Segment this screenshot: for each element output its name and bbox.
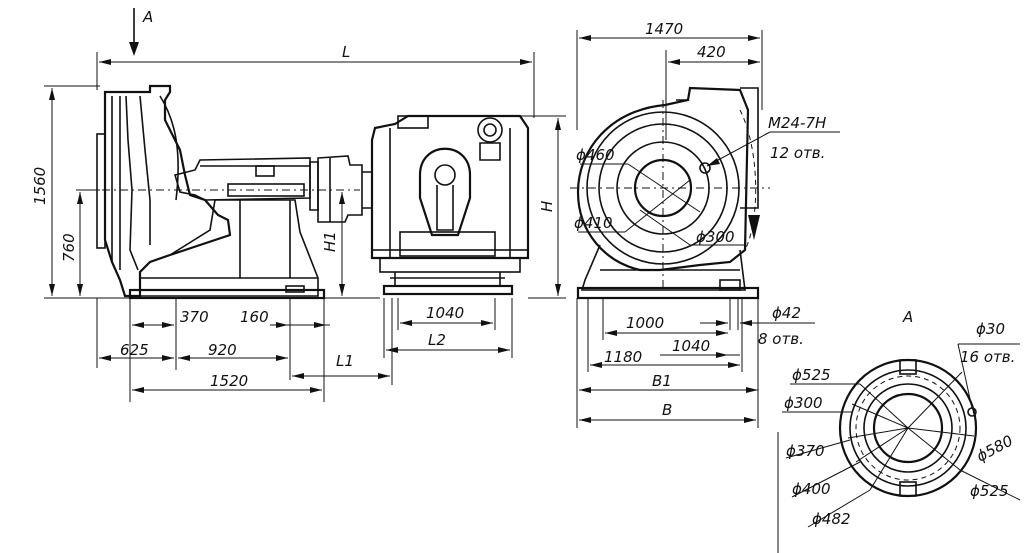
dia-410: ϕ410 xyxy=(574,214,613,232)
flange-dia-300: ϕ300 xyxy=(784,394,823,412)
thread-holes-label: 12 отв. xyxy=(770,144,825,162)
dim-1520: 1520 xyxy=(210,372,248,390)
flange-dia-525-top: ϕ525 xyxy=(792,366,831,384)
flange-holes-16: 16 отв. xyxy=(960,348,1015,366)
dim-motor-1040: 1040 xyxy=(426,304,464,322)
dim-1560: 1560 xyxy=(31,167,49,205)
flange-dia-482: ϕ482 xyxy=(812,510,851,528)
motor-body xyxy=(370,114,530,260)
flange-dia-525-bottom: ϕ525 xyxy=(970,482,1009,500)
flange-dia-30: ϕ30 xyxy=(976,320,1005,338)
holes-8: 8 отв. xyxy=(758,330,804,348)
flange-dia-370: ϕ370 xyxy=(786,442,825,460)
motor-base-plate xyxy=(382,284,514,296)
dim-1180: 1180 xyxy=(604,348,642,366)
dim-1470: 1470 xyxy=(645,20,683,38)
dim-370: 370 xyxy=(180,308,209,326)
dim-420: 420 xyxy=(697,43,726,61)
flange-dia-400: ϕ400 xyxy=(792,480,831,498)
dim-l: L xyxy=(342,43,350,61)
suction-flange xyxy=(96,133,106,249)
dim-1000: 1000 xyxy=(626,314,664,332)
motor-terminal-box xyxy=(418,147,472,237)
dim-b: B xyxy=(662,401,672,419)
dim-760: 760 xyxy=(60,233,78,262)
dim-h1: H1 xyxy=(321,231,339,252)
flange-view-title: A xyxy=(902,308,913,326)
bearing-nameplate xyxy=(227,183,305,197)
dim-920: 920 xyxy=(208,341,237,359)
coupling xyxy=(317,155,363,223)
front-base-plate xyxy=(576,286,760,300)
dia-460: ϕ460 xyxy=(576,146,615,164)
thread-hole xyxy=(699,162,711,174)
dim-l2: L2 xyxy=(428,331,446,349)
dim-h: H xyxy=(538,201,556,212)
motor-eye-bolt-left xyxy=(397,115,429,129)
dia-300: ϕ300 xyxy=(696,228,735,246)
flange-dia-580: ϕ580 xyxy=(973,432,1015,466)
volute-casing xyxy=(576,86,750,272)
pump-casing xyxy=(103,84,232,298)
dim-l1: L1 xyxy=(336,352,354,370)
dim-625: 625 xyxy=(120,341,149,359)
flange-view-a: A ϕ30 16 отв. ϕ525 ϕ300 ϕ370 ϕ400 xyxy=(777,308,1021,553)
dim-1040: 1040 xyxy=(672,337,710,355)
dia-42: ϕ42 xyxy=(772,304,801,322)
view-arrow-label: A xyxy=(142,8,153,26)
view-arrow-head xyxy=(129,42,139,56)
dim-b1: B1 xyxy=(652,372,672,390)
bearing-support xyxy=(140,199,319,297)
front-support xyxy=(580,244,746,291)
bearing-housing xyxy=(173,157,311,201)
front-view: 1470 420 M24-7H 12 отв. ϕ460 xyxy=(570,20,840,428)
motor-eye-bolt-right xyxy=(477,117,503,143)
side-view: A L 1560 760 xyxy=(31,8,566,402)
dim-160: 160 xyxy=(240,308,269,326)
pump-base-plate xyxy=(128,288,326,300)
flange-inner-circle xyxy=(872,392,944,464)
thread-label: M24-7H xyxy=(768,114,826,132)
